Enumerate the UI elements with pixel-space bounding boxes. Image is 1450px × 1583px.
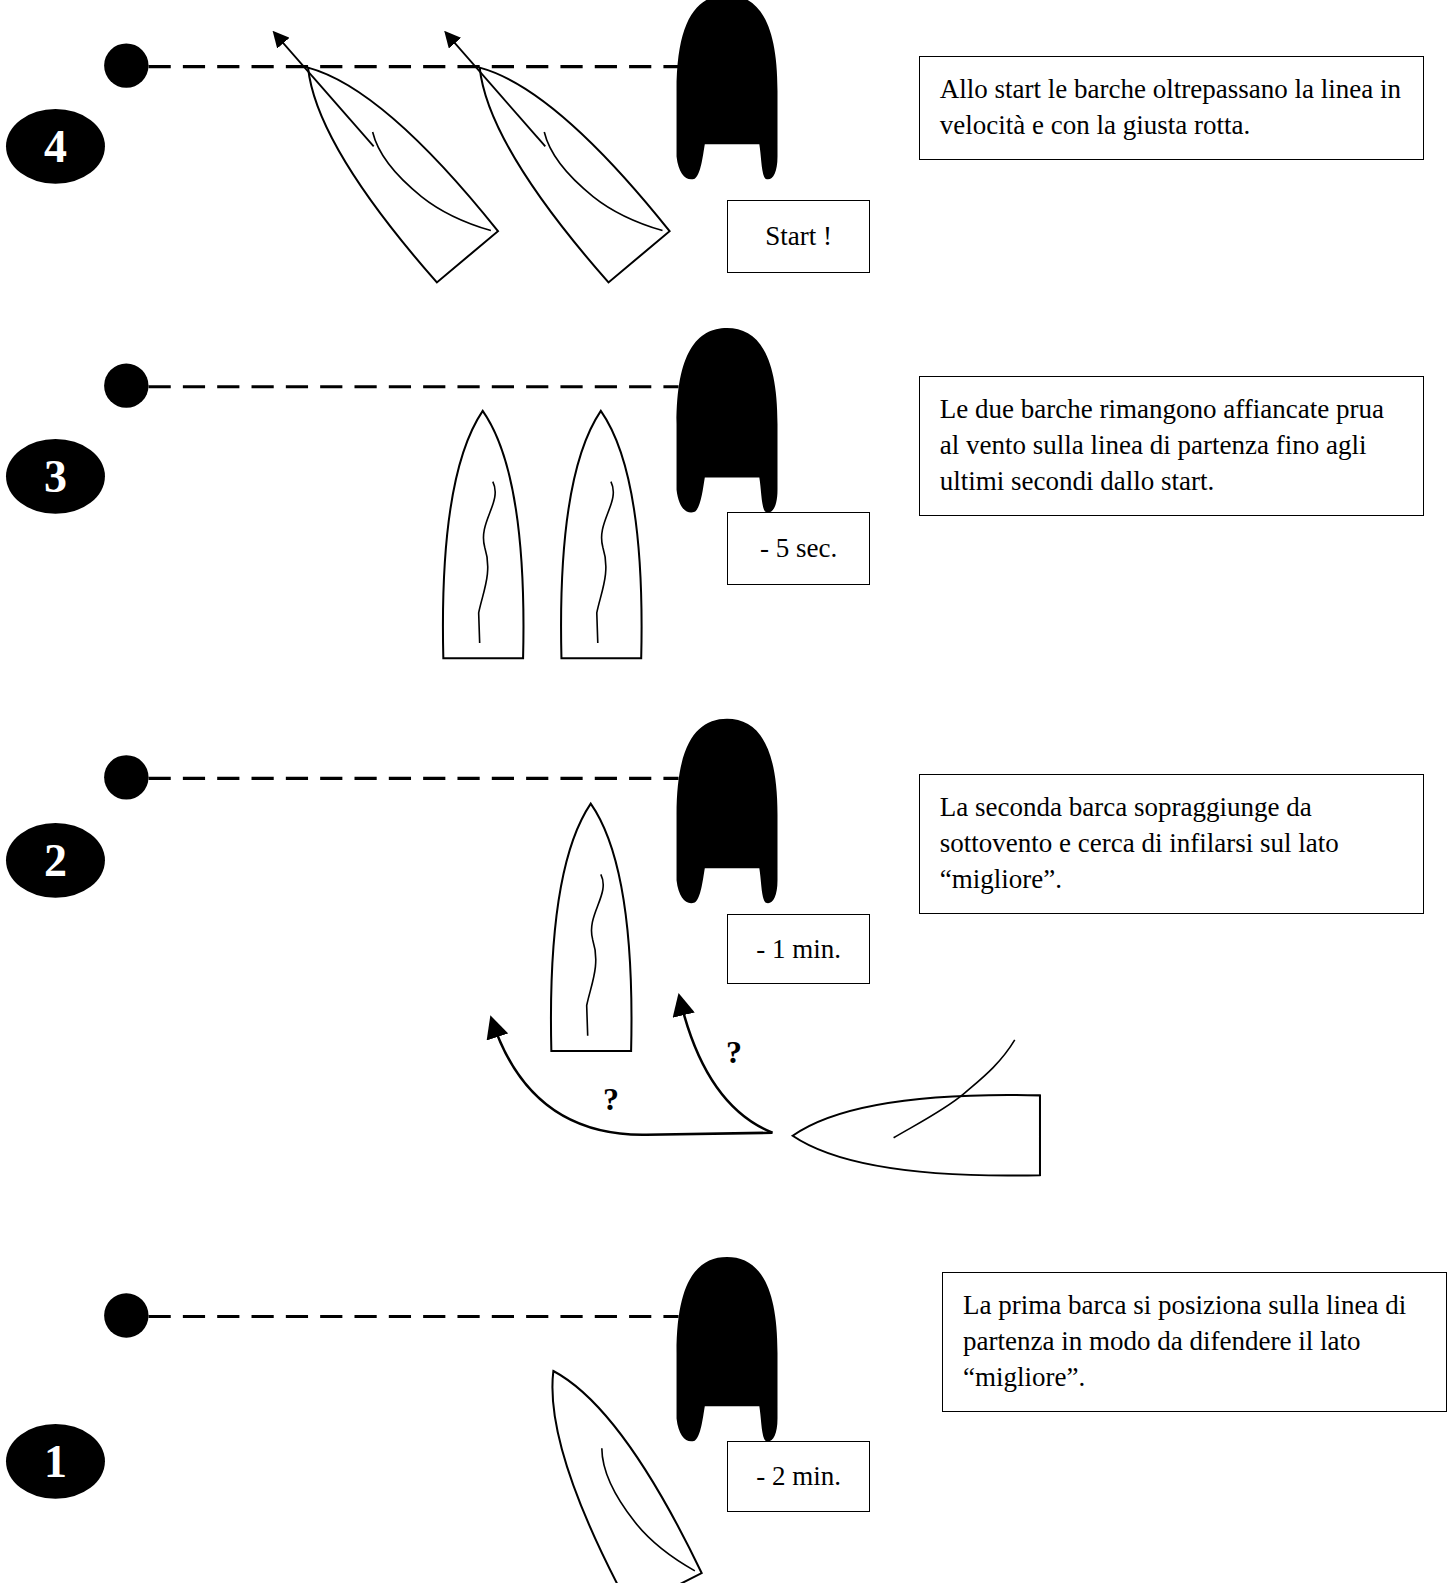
note-box: La seconda barca sopraggiunge da sottove… [919,774,1424,914]
callout-number: 3 [44,450,67,503]
time-label: - 5 sec. [760,533,837,564]
time-box: Start ! [727,200,870,273]
sailboat [551,804,632,1051]
dashed-line [149,65,679,68]
step-number: 1 [5,1423,106,1500]
time-box: - 2 min. [727,1441,870,1512]
pin-buoy [104,1293,148,1337]
committee-boat [677,0,778,179]
note-box: Allo start le barche oltrepassano la lin… [919,56,1424,160]
time-box: - 1 min. [727,914,870,985]
dashed-line [149,777,679,780]
time-label: - 2 min. [756,1461,841,1492]
heading-arrow [275,33,374,146]
note-box: La prima barca si posiziona sulla linea … [942,1272,1447,1412]
callout-number: 2 [44,834,67,887]
committee-boat [677,719,778,903]
pin-buoy [104,755,148,799]
sailboat [449,41,670,282]
path-arrow [492,1020,773,1135]
dashed-line [149,385,679,388]
step-number: 3 [5,438,106,515]
committee-boat [677,1257,778,1441]
callout-number: 1 [44,1435,67,1488]
question-mark: ? [603,1080,619,1117]
note-text: La seconda barca sopraggiunge da sottove… [940,789,1403,897]
pin-buoy [104,363,148,407]
note-text: Allo start le barche oltrepassano la lin… [940,71,1403,143]
start-line [104,0,777,179]
pin-buoy [104,43,148,87]
time-label: Start ! [765,221,832,252]
callout-number: 4 [44,120,67,173]
sailboat [278,41,499,282]
step-number: 4 [5,108,106,185]
sailboat [518,1352,702,1583]
committee-boat [677,328,778,512]
note-text: La prima barca si posiziona sulla linea … [963,1287,1426,1395]
question-mark: ? [726,1034,742,1071]
sailboat [561,411,642,658]
sailboat [443,411,524,658]
note-text: Le due barche rimangono affiancate prua … [940,391,1403,499]
dashed-line [149,1315,679,1318]
heading-arrow [446,33,545,146]
step-number: 2 [5,822,106,899]
path-arrow [680,997,773,1132]
note-box: Le due barche rimangono affiancate prua … [919,376,1424,516]
time-box: - 5 sec. [727,512,870,585]
time-label: - 1 min. [756,934,841,965]
sailboat [793,1040,1040,1176]
